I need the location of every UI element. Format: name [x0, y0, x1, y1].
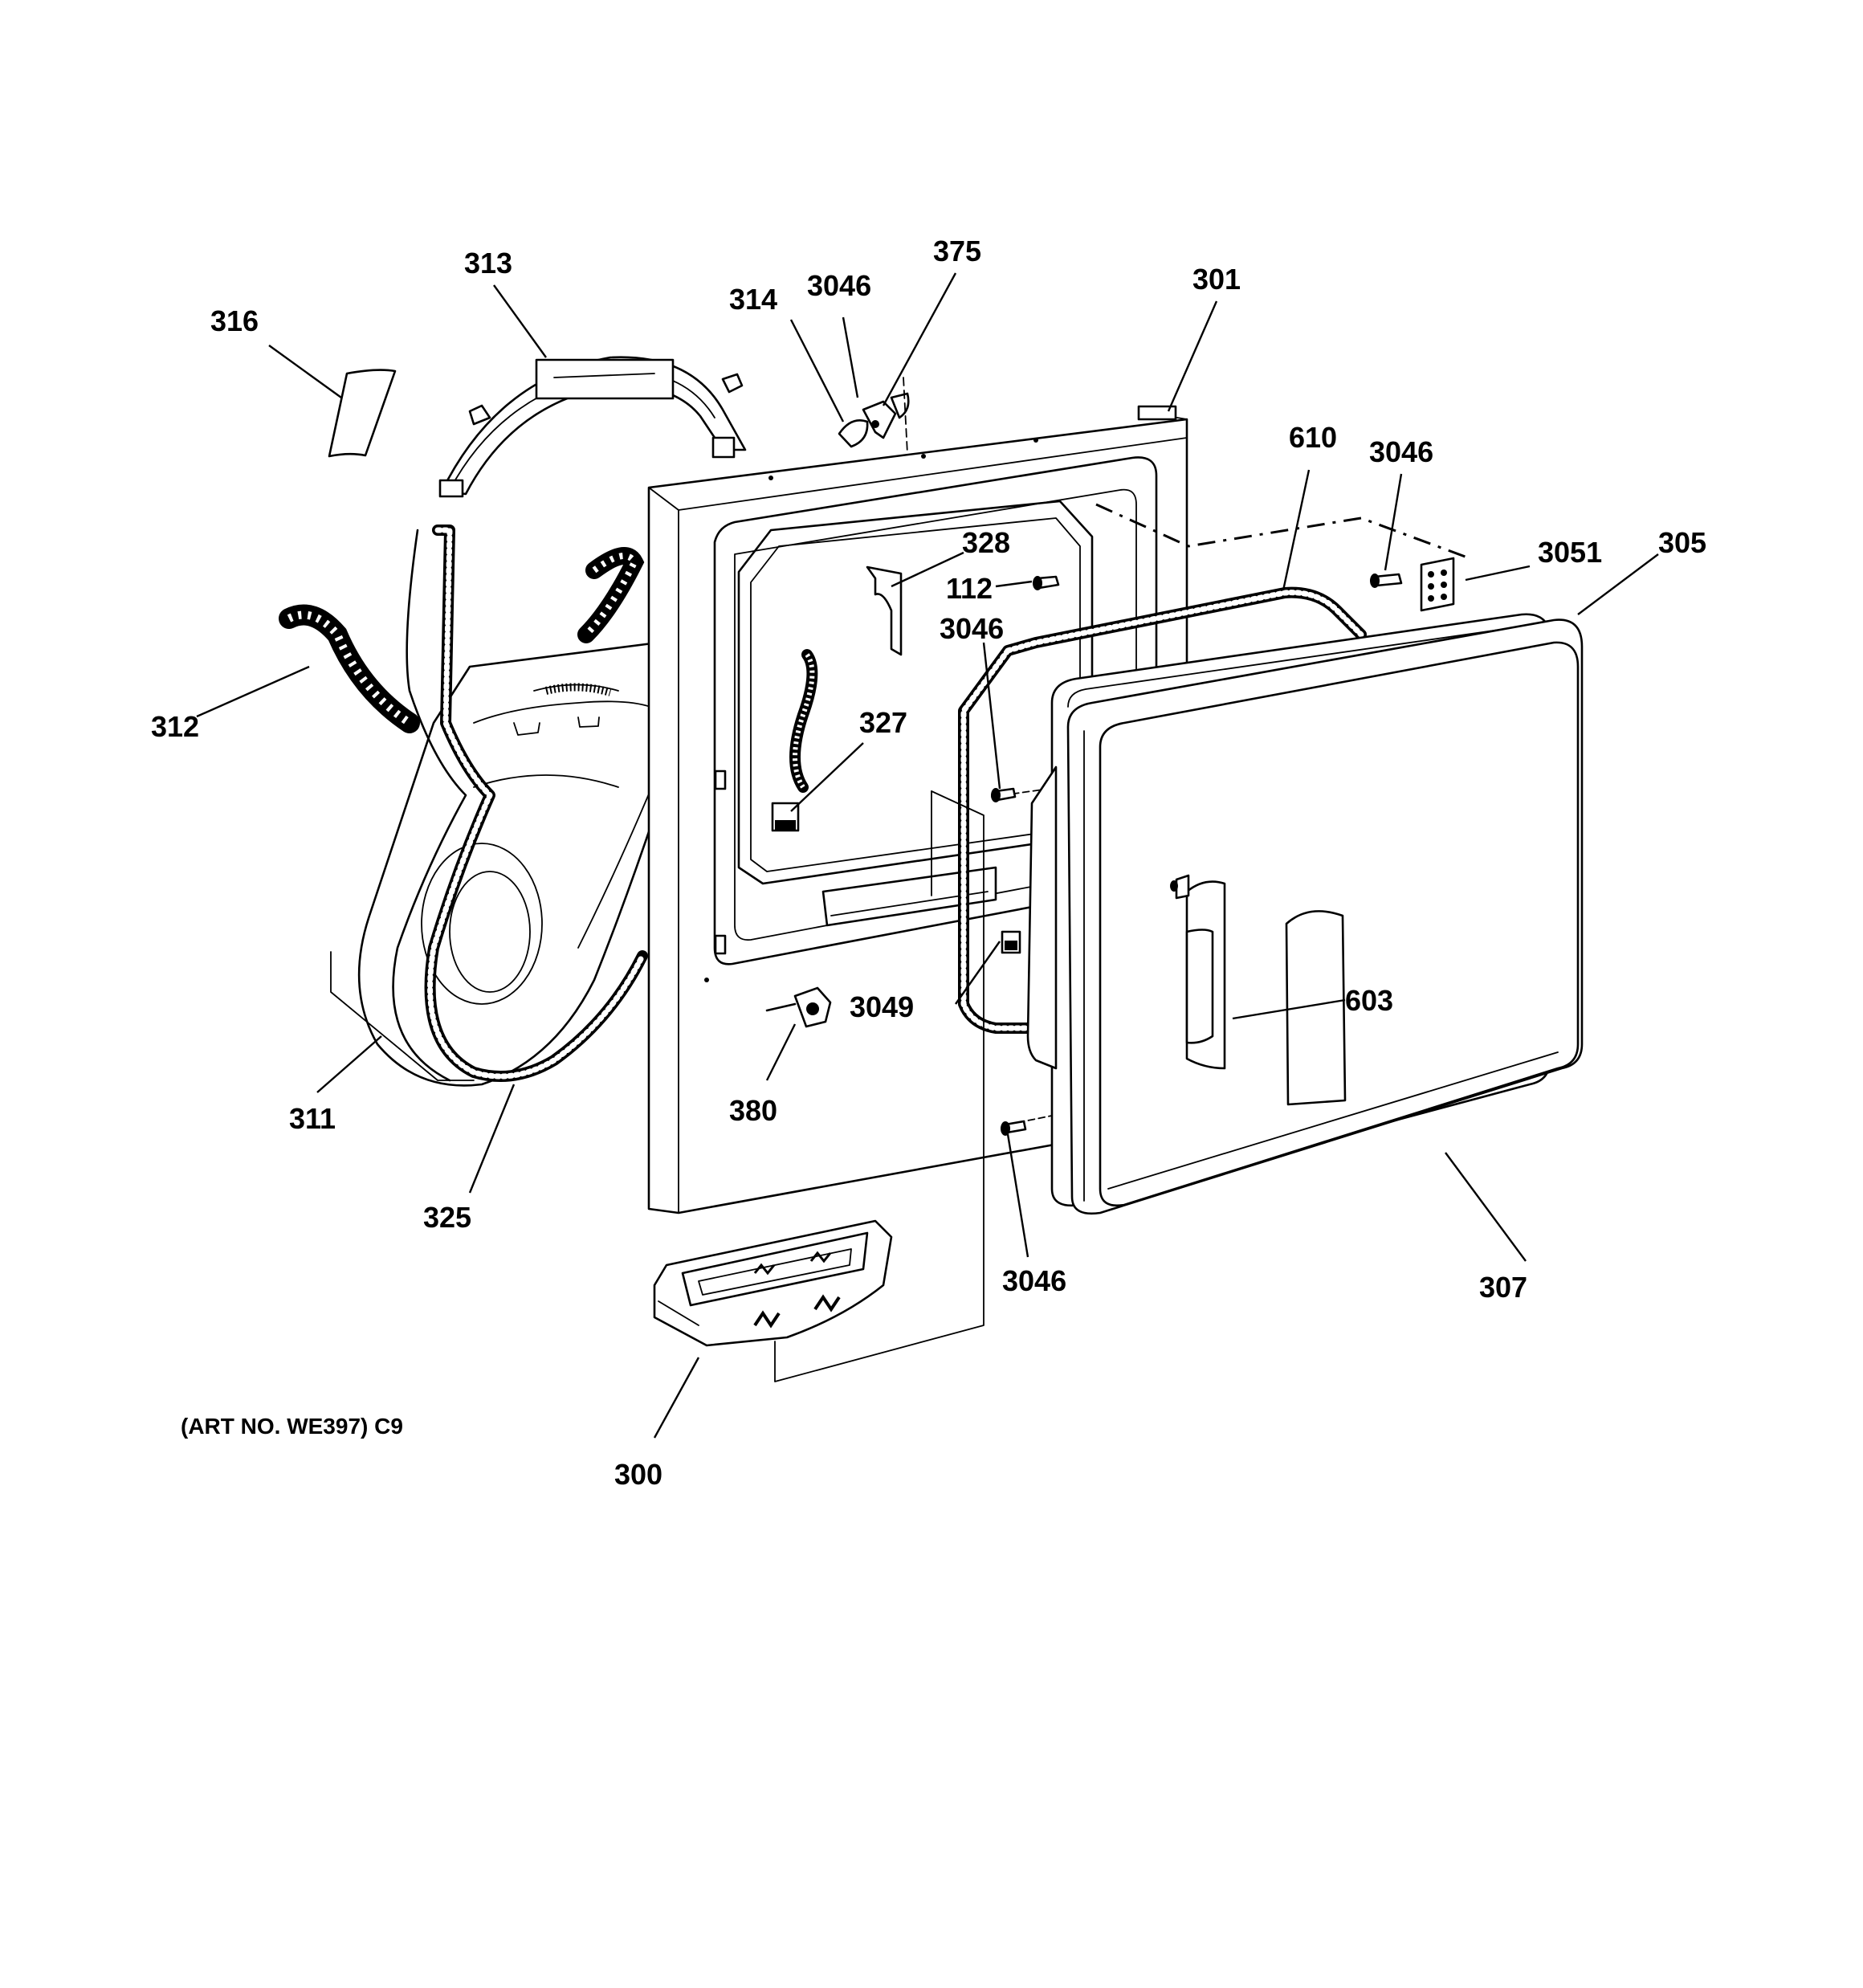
callout-112: 112 — [946, 572, 993, 605]
part-3051-plate — [1370, 557, 1455, 612]
art-number-note: (ART NO. WE397) C9 — [181, 1414, 403, 1439]
callout-3051: 3051 — [1538, 536, 1602, 569]
callout-313: 313 — [464, 247, 512, 280]
part-112-screw — [1033, 575, 1060, 590]
part-300-lint-filter — [653, 1219, 893, 1347]
part-380-switch — [765, 986, 832, 1028]
part-311-bracket — [330, 951, 475, 1081]
part-3046-screw-bottom — [1001, 1120, 1027, 1136]
callout-3046-right: 3046 — [1369, 435, 1433, 468]
callout-307: 307 — [1479, 1271, 1527, 1304]
assembly-line-top — [1095, 503, 1470, 560]
callout-3046-mid: 3046 — [940, 612, 1004, 645]
callout-328: 328 — [962, 526, 1010, 559]
part-325-gasket — [392, 525, 648, 1082]
callout-300: 300 — [614, 1458, 662, 1491]
callout-3046-bottom: 3046 — [1002, 1264, 1066, 1297]
callout-3046-top: 3046 — [807, 269, 871, 302]
part-3049-clip — [1001, 930, 1021, 954]
callout-603: 603 — [1345, 984, 1393, 1017]
callout-301: 301 — [1192, 263, 1241, 296]
leader-lines — [196, 272, 1659, 1439]
callout-3049: 3049 — [850, 990, 914, 1023]
callout-labels: 316 313 314 3046 375 301 610 3046 3051 3… — [151, 235, 1706, 1491]
part-328-strike — [866, 565, 903, 656]
part-312-felt-seal — [279, 547, 645, 733]
callout-327: 327 — [859, 706, 907, 739]
callout-375: 375 — [933, 235, 981, 267]
callout-380: 380 — [729, 1094, 777, 1127]
part-314-375-latch — [838, 377, 910, 455]
callout-610: 610 — [1289, 421, 1337, 454]
part-610-door-gasket — [958, 586, 1367, 1034]
callout-314: 314 — [729, 283, 777, 316]
part-307-door-outer — [1066, 618, 1584, 1215]
callout-312: 312 — [151, 710, 199, 743]
part-3046-screw-mid — [991, 787, 1017, 802]
part-316-strip — [328, 369, 397, 458]
callout-305: 305 — [1658, 526, 1706, 559]
callout-316: 316 — [210, 304, 259, 337]
part-313-bulkhead-arc — [438, 356, 747, 498]
callout-325: 325 — [423, 1201, 471, 1234]
callout-311: 311 — [289, 1102, 336, 1135]
